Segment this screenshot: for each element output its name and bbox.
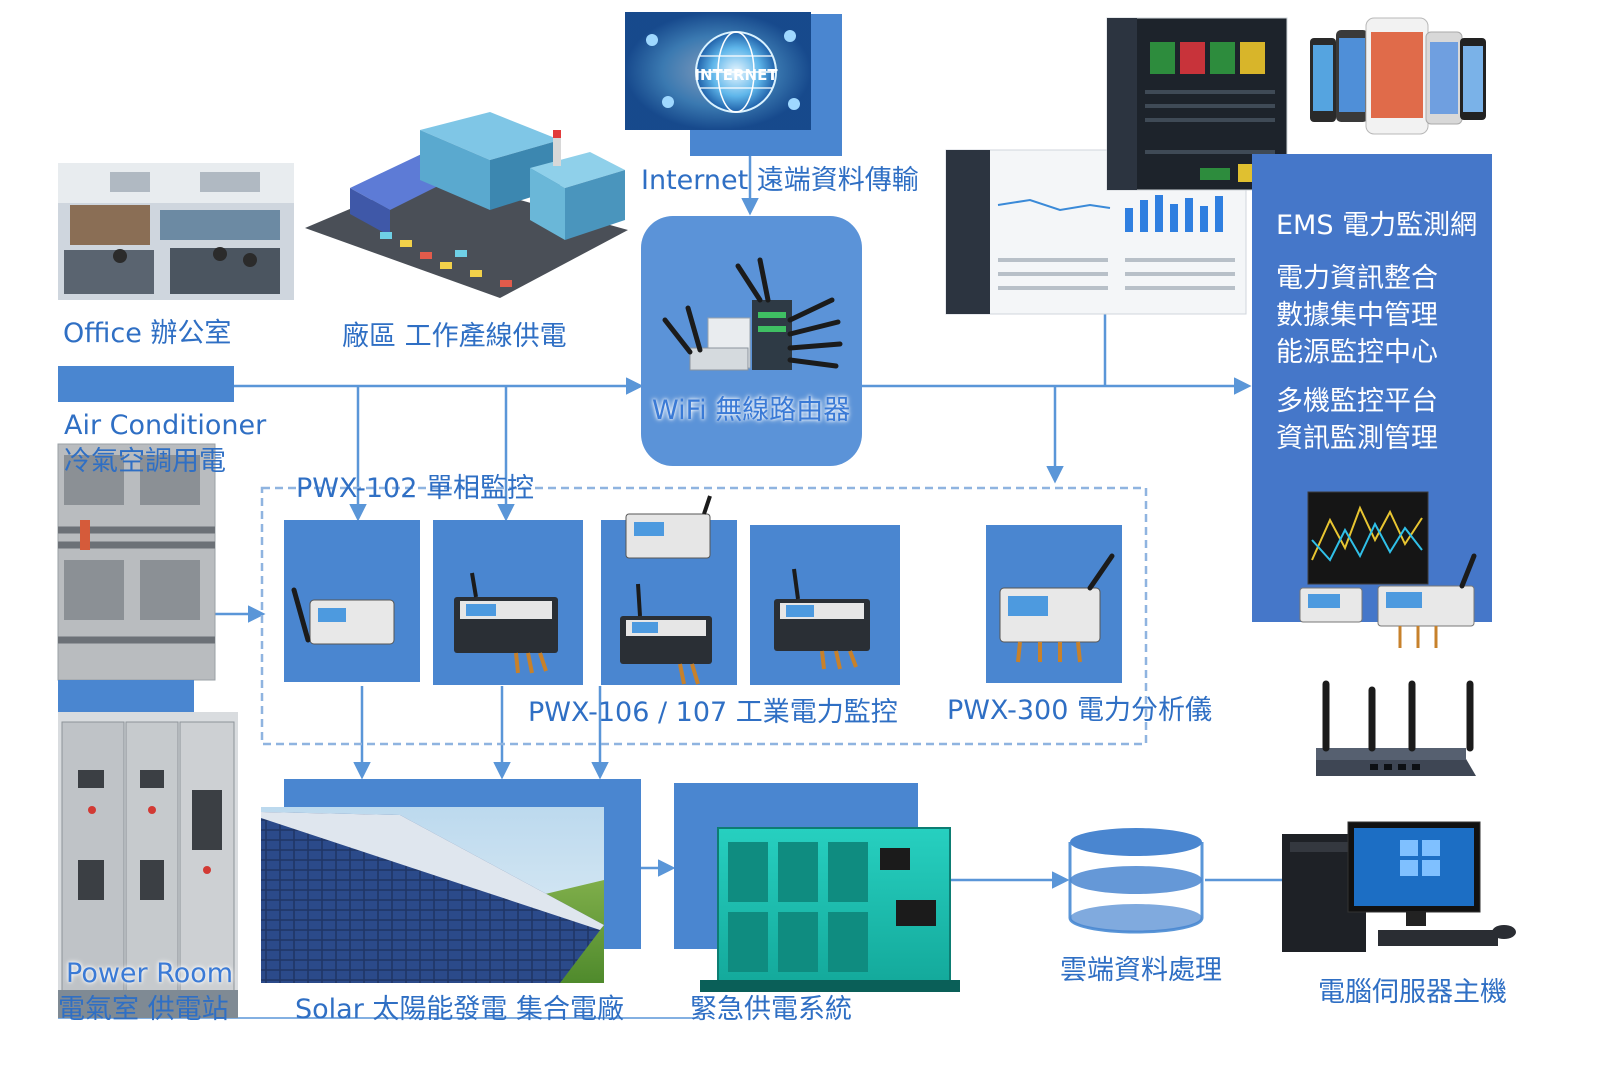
solar-panel-icon — [261, 807, 604, 983]
factory-icon — [305, 112, 628, 298]
pwx102-label: PWX-102 單相監控 — [296, 473, 534, 504]
server-label: 電腦伺服器主機 — [1318, 977, 1507, 1008]
smartphones-icon — [1310, 17, 1486, 135]
ems-analyzer-icon — [1299, 491, 1477, 648]
monitor-group-frame — [260, 486, 1148, 746]
power-room-bar — [58, 680, 194, 716]
factory-label: 廠區 工作產線供電 — [342, 321, 567, 352]
wifi-router-icon — [1316, 680, 1476, 776]
ems-feature-1: 電力資訊整合 — [1276, 263, 1438, 294]
pwx106-box-3 — [750, 525, 900, 685]
power-meter-icon — [620, 583, 712, 685]
pwx106-box-1 — [433, 520, 583, 685]
ems-title: EMS 電力監測網 — [1276, 210, 1478, 241]
internet-image: INTERNET — [625, 12, 842, 156]
dashboard-screenshot-icon — [945, 17, 1288, 315]
ac-sub-label: 冷氣空調用電 — [64, 446, 226, 477]
database-icon — [1068, 828, 1204, 934]
ems-feature-4: 多機監控平台 — [1276, 386, 1438, 417]
pwx106-box-2 — [601, 495, 737, 685]
pwx102-box — [284, 520, 420, 682]
ems-feature-2: 數據集中管理 — [1276, 300, 1438, 331]
globe-icon — [646, 30, 800, 113]
power-meter-icon — [291, 587, 395, 645]
office-photo-icon — [64, 172, 280, 294]
ems-feature-list: 電力資訊整合 數據集中管理 能源監控中心 多機監控平台 資訊監測管理 — [1276, 260, 1438, 457]
power-meter-icon — [454, 572, 558, 674]
generator-icon — [700, 827, 960, 992]
connection-lines — [58, 148, 1282, 1019]
office-label: Office 辦公室 — [63, 318, 232, 349]
ems-feature-3: 能源監控中心 — [1276, 337, 1438, 368]
internet-label: Internet 遠端資料傳輸 — [641, 165, 919, 196]
office-photo — [58, 163, 294, 300]
power-room-sub-label: 電氣室 供電站 — [58, 994, 229, 1025]
power-room-title-label: Power Room — [66, 958, 234, 989]
pwx106-label: PWX-106 / 107 工業電力監控 — [528, 697, 898, 728]
wifi-router-box — [641, 216, 862, 466]
emergency-label: 緊急供電系統 — [690, 994, 852, 1025]
switchgear-photo-icon — [58, 712, 238, 1018]
ac-bar — [58, 366, 234, 402]
solar-label: Solar 太陽能發電 集合電廠 — [295, 994, 624, 1025]
ems-feature-5: 資訊監測管理 — [1276, 423, 1438, 454]
power-meter-icon — [999, 553, 1115, 663]
pwx300-label: PWX-300 電力分析儀 — [947, 695, 1212, 726]
air-conditioner-photo-icon — [57, 443, 216, 681]
ac-title-label: Air Conditioner — [64, 410, 267, 441]
pwx300-box — [986, 525, 1122, 683]
internet-badge: INTERNET — [694, 66, 778, 84]
power-meter-icon — [774, 568, 870, 670]
cloud-label: 雲端資料處理 — [1060, 955, 1222, 986]
computer-server-icon — [1282, 821, 1516, 952]
power-meter-icon — [625, 495, 712, 559]
industrial-router-icon — [662, 257, 843, 371]
wifi-router-label: WiFi 無線路由器 — [652, 395, 851, 426]
